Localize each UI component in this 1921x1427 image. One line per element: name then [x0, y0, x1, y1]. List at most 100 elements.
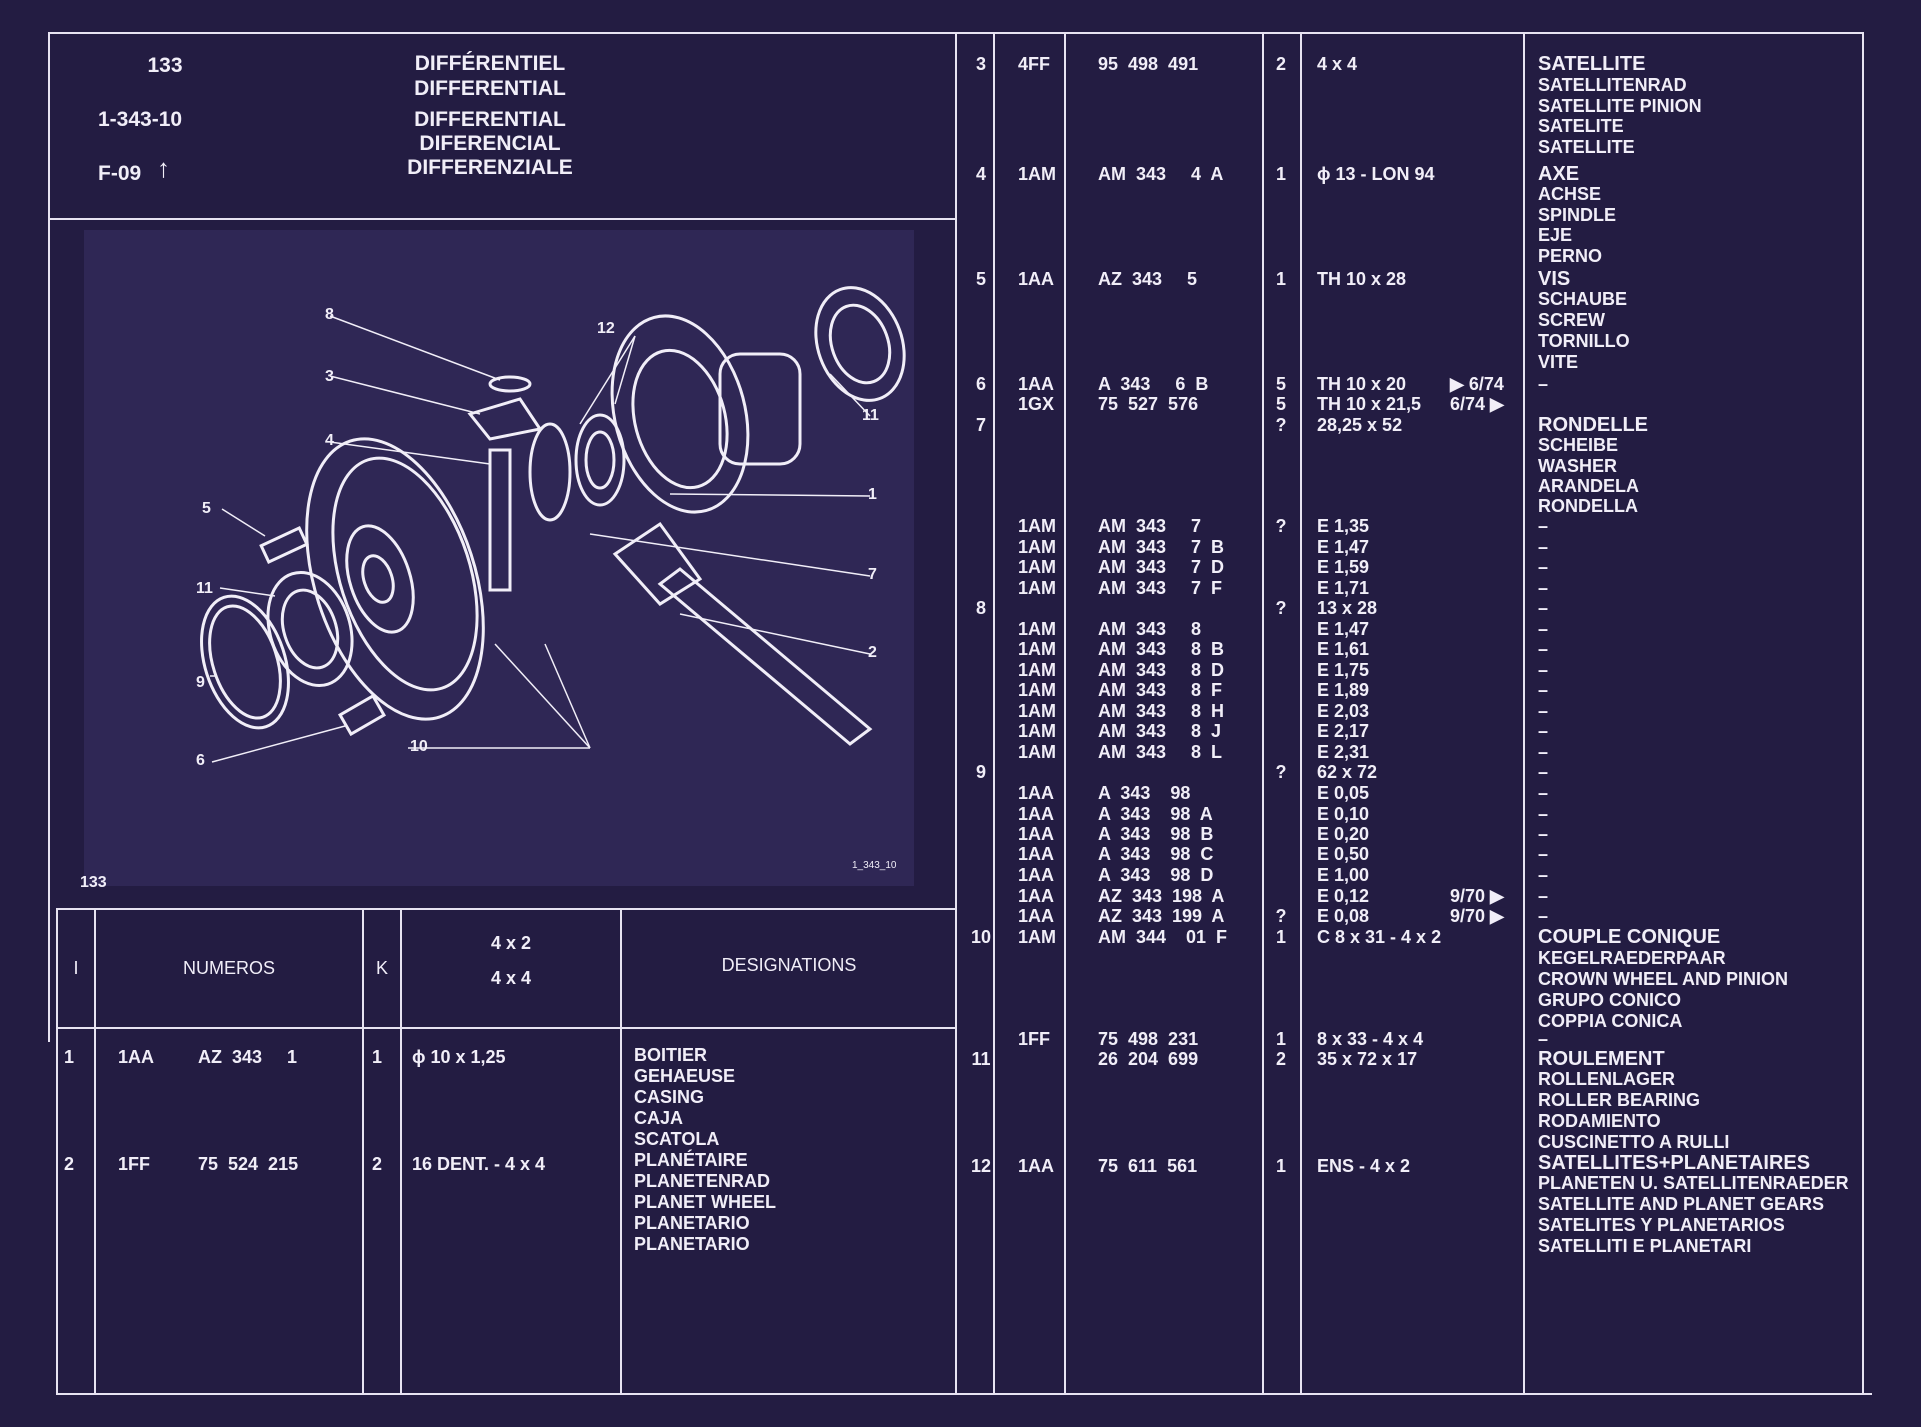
cell-code: 1AM [1018, 660, 1057, 680]
cell-designation: ARANDELA [1538, 476, 1639, 496]
cell-designation: RONDELLA [1538, 496, 1638, 516]
exploded-diagram [84, 230, 914, 886]
cell-part-number: AM 344 01 F [1098, 927, 1228, 947]
cell-code: 1AM [1018, 537, 1057, 557]
cell-code: 1AM [1018, 639, 1057, 659]
callout-5: 5 [202, 500, 211, 517]
right-col-divider-2 [1064, 32, 1066, 1394]
cell-part-number: AZ 343 198 A [1098, 886, 1225, 906]
cell-designation: – [1538, 516, 1549, 536]
cell-code: 1AM [1018, 721, 1057, 741]
cell-item: 9 [975, 762, 986, 782]
cell-part-number: AM 343 7 D [1098, 557, 1225, 577]
cell-designation: – [1538, 844, 1549, 864]
row-part-number: 75 524 215 [198, 1154, 299, 1174]
cell-designation-heading: SATELLITES+PLANETAIRES [1538, 1152, 1811, 1174]
callout-11-right: 11 [862, 407, 879, 424]
cell-code: 1AA [1018, 269, 1055, 289]
cell-spec: E 0,10 [1317, 804, 1370, 824]
cell-designation: SPINDLE [1538, 205, 1617, 225]
designation-line: PLANETARIO [634, 1234, 750, 1254]
cell-designation: CUSCINETTO A RULLI [1538, 1132, 1730, 1152]
cell-part-number: A 343 98 A [1098, 804, 1213, 824]
col-divider-2 [362, 908, 364, 1394]
cell-part-number: AM 343 8 L [1098, 742, 1223, 762]
cell-spec: TH 10 x 28 [1317, 269, 1407, 289]
callout-4: 4 [325, 432, 334, 449]
cell-spec: 13 x 28 [1317, 598, 1378, 618]
frame-left [48, 32, 50, 1042]
cell-spec: 35 x 72 x 17 [1317, 1049, 1418, 1069]
title-es: DIFERENCIAL [419, 132, 561, 155]
cell-part-number: AM 343 7 [1098, 516, 1202, 536]
callout-6: 6 [196, 752, 205, 769]
callout-7: 7 [868, 566, 877, 583]
cell-part-number: AM 343 8 [1098, 619, 1202, 639]
designation-line: CAJA [634, 1108, 684, 1128]
row-code: 1AA [118, 1047, 155, 1067]
cell-designation: – [1538, 865, 1549, 885]
cell-part-number: 75 498 231 [1098, 1029, 1199, 1049]
leader-lines [210, 315, 871, 763]
designation-line: GEHAEUSE [634, 1066, 736, 1086]
cell-designation: SATELLITENRAD [1538, 75, 1687, 95]
cell-part-number: 75 611 561 [1098, 1156, 1198, 1176]
cell-qty: 5 [1275, 394, 1286, 414]
cell-spec: E 2,17 [1317, 721, 1370, 741]
cell-code: 1FF [1018, 1029, 1051, 1049]
cell-qty: ? [1275, 415, 1287, 435]
cell-designation: – [1538, 537, 1549, 557]
designation-line: PLANETARIO [634, 1213, 750, 1233]
cell-designation-heading: RONDELLE [1538, 414, 1648, 436]
reference-code: F-09 [98, 162, 142, 185]
designation-line: PLANET WHEEL [634, 1192, 776, 1212]
col-header-item: I [73, 958, 79, 978]
illustration-page-label: 133 [80, 874, 107, 891]
cell-designation: – [1538, 374, 1549, 394]
cell-spec: E 1,89 [1317, 680, 1370, 700]
cell-item: 12 [970, 1156, 992, 1176]
cell-part-number: 95 498 491 [1098, 54, 1199, 74]
cell-code: 1AM [1018, 619, 1057, 639]
page-number: 133 [147, 54, 183, 77]
cell-code: 4FF [1018, 54, 1051, 74]
cell-part-number: AM 343 8 H [1098, 701, 1225, 721]
cell-code: 1AM [1018, 701, 1057, 721]
cell-designation-heading: VIS [1538, 268, 1571, 290]
cell-designation: SCHAUBE [1538, 289, 1628, 309]
cell-code: 1AA [1018, 906, 1055, 926]
cell-qty: 1 [1275, 1029, 1286, 1049]
cell-item: 8 [975, 598, 986, 618]
cell-code: 1AA [1018, 886, 1055, 906]
cell-part-number: A 343 98 [1098, 783, 1191, 803]
cell-part-number: AZ 343 5 [1098, 269, 1198, 289]
cell-code: 1AM [1018, 742, 1057, 762]
cell-designation: – [1538, 619, 1549, 639]
row-item: 1 [64, 1047, 75, 1067]
cell-designation: SATELLITE [1538, 137, 1635, 157]
col-divider-3 [400, 908, 402, 1394]
col-header-variant-top: 4 x 2 [490, 933, 532, 953]
cell-designation: RODAMIENTO [1538, 1111, 1661, 1131]
cell-qty: 2 [1275, 1049, 1286, 1069]
diagram-panel [84, 230, 914, 886]
cell-spec: 28,25 x 52 [1317, 415, 1403, 435]
cell-designation: SCHEIBE [1538, 435, 1619, 455]
cell-designation: CROWN WHEEL AND PINION [1538, 969, 1788, 989]
cell-qty: 1 [1275, 269, 1286, 289]
diagram-parts [200, 286, 906, 746]
cell-part-number: AM 343 7 B [1098, 537, 1225, 557]
cell-code: 1AM [1018, 578, 1057, 598]
col-header-numbers: NUMEROS [182, 958, 275, 978]
cell-designation: – [1538, 701, 1549, 721]
cell-designation: WASHER [1538, 456, 1618, 476]
cell-spec: E 1,75 [1317, 660, 1370, 680]
cell-designation: SATELITES Y PLANETARIOS [1538, 1215, 1785, 1235]
cell-spec: 62 x 72 [1317, 762, 1378, 782]
cell-part-number: 26 204 699 [1098, 1049, 1199, 1069]
figure-code: 1_343_10 [852, 860, 897, 871]
cell-designation: – [1538, 742, 1549, 762]
callout-8: 8 [325, 306, 334, 323]
cell-code: 1AM [1018, 927, 1057, 947]
title-it: DIFFERENZIALE [407, 156, 573, 179]
